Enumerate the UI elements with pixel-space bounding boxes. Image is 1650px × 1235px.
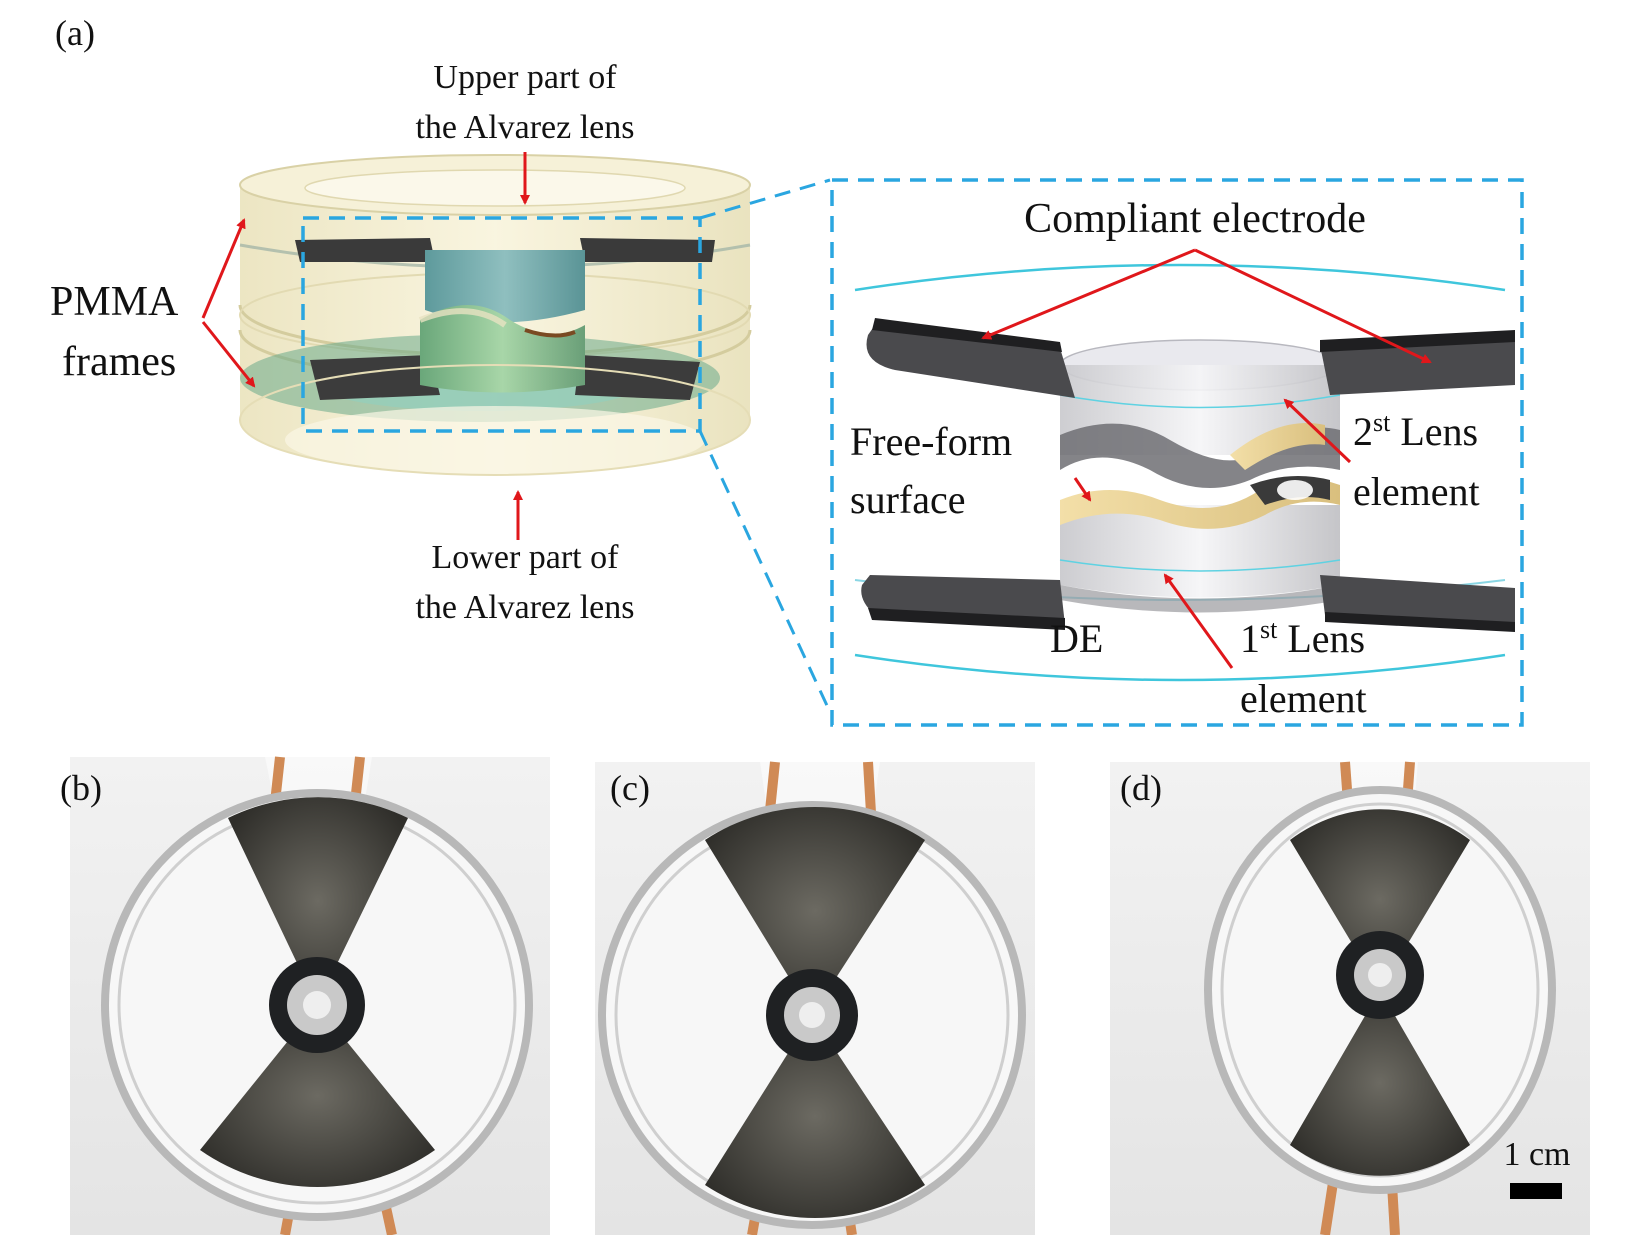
zoomed-inset — [830, 178, 1524, 727]
panel-label-d: (d) — [1120, 768, 1162, 808]
lens1-arrow — [1163, 573, 1234, 669]
freeform-label-line1: Free-form — [850, 419, 1012, 464]
de-label: DE — [1050, 616, 1103, 661]
pmma-label-line1: PMMA — [50, 279, 179, 325]
panel-label-b: (b) — [60, 768, 102, 808]
zoom-region-box — [301, 216, 702, 433]
upper-right-electrode — [580, 238, 715, 262]
upper-part-label-line1: Upper part of — [433, 59, 617, 96]
lens2-label-line1: 2st Lens — [1353, 408, 1478, 454]
pmma-label-line2: frames — [62, 339, 176, 385]
photo-panel-c — [595, 761, 1035, 1235]
upper-part-label-line2: the Alvarez lens — [415, 109, 634, 146]
lower-part-label-line1: Lower part of — [432, 539, 620, 576]
pmma-arrow-upper — [201, 218, 246, 319]
upper-left-electrode — [295, 238, 435, 262]
panel-label-c: (c) — [610, 768, 650, 808]
compliant-electrode-label: Compliant electrode — [1024, 196, 1366, 242]
lens1-label-line2: element — [1240, 676, 1367, 721]
photo-panel-d — [1110, 761, 1590, 1235]
lower-part-label-line2: the Alvarez lens — [415, 589, 634, 626]
photo-panel-b — [70, 756, 550, 1235]
compliant-arrow-right — [1194, 248, 1432, 364]
lower-right-electrode — [575, 355, 700, 400]
lens1-label-line1: 1st Lens — [1240, 615, 1365, 661]
freeform-arrow — [1073, 477, 1092, 502]
lens2-label-line2: element — [1353, 469, 1480, 514]
scale-bar-label: 1 cm — [1503, 1136, 1570, 1173]
freeform-label-line2: surface — [850, 477, 965, 522]
panel-label-a: (a) — [55, 13, 95, 53]
lower-left-electrode — [310, 355, 440, 400]
zoom-connector-top — [699, 178, 831, 220]
compliant-arrow-left — [981, 248, 1196, 340]
alvarez-lens-assembly — [238, 154, 752, 476]
lens2-arrow — [1283, 398, 1352, 464]
zoom-connector-bottom — [698, 430, 832, 713]
scale-bar — [1510, 1183, 1562, 1199]
pmma-arrow-lower — [201, 321, 256, 388]
